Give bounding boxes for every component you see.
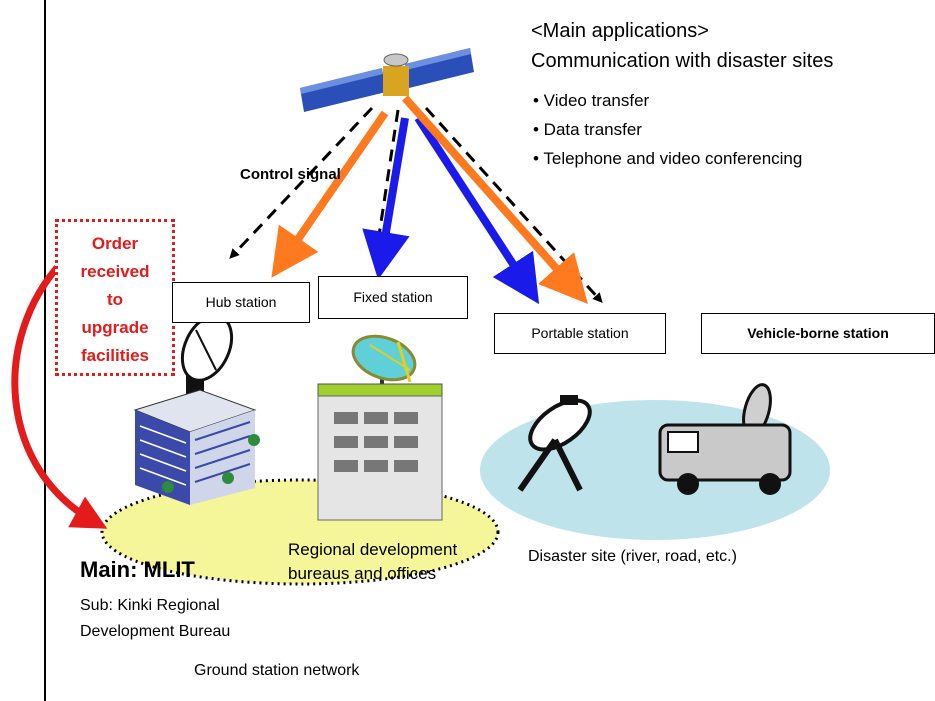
- order-line: facilities: [80, 346, 150, 365]
- satellite-icon: [300, 48, 474, 112]
- disaster-site-label: Disaster site (river, road, etc.): [528, 548, 737, 565]
- fixed-building-icon: [317, 334, 443, 521]
- regional-line: Regional development: [288, 540, 458, 559]
- blue-arrow-portable: [414, 115, 540, 305]
- vehicle-borne-station-label: Vehicle-borne station: [701, 313, 935, 354]
- orange-arrow-hub: [271, 110, 389, 278]
- order-line: upgrade: [81, 318, 149, 337]
- control-line-hub: [229, 106, 374, 259]
- applications-list: • Video transfer • Data transfer • Telep…: [533, 86, 802, 173]
- applications-subtitle: Communication with disaster sites: [531, 50, 834, 72]
- order-line: received: [80, 262, 150, 281]
- vehicle-icon: [658, 383, 792, 495]
- regional-line: bureaus and offices: [288, 564, 437, 583]
- orange-arrow-portable: [402, 95, 588, 304]
- main-organization: Main: MLIT: [80, 557, 195, 582]
- regional-bureaus-label: Regional development bureaus and offices: [288, 538, 457, 586]
- order-line: Order: [91, 234, 139, 253]
- application-item: • Video transfer: [533, 91, 650, 110]
- application-item: • Data transfer: [533, 120, 642, 139]
- control-line-portable: [424, 106, 603, 303]
- portable-dish-icon: [517, 395, 592, 492]
- left-border-line: [44, 0, 46, 701]
- blue-arrow-fixed: [362, 117, 410, 280]
- application-item: • Telephone and video conferencing: [533, 149, 803, 168]
- order-received-box: Order received to upgrade facilities: [55, 219, 175, 376]
- sub-organization: Sub: Kinki Regional Development Bureau: [80, 593, 230, 645]
- fixed-station-label: Fixed station: [318, 276, 468, 319]
- control-signal-label: Control signal: [240, 166, 341, 183]
- hub-building-icon: [133, 314, 260, 505]
- sub-org-line: Sub: Kinki Regional: [80, 597, 220, 614]
- ground-network-label: Ground station network: [194, 662, 360, 679]
- portable-station-label: Portable station: [494, 313, 666, 354]
- sub-org-line: Development Bureau: [80, 623, 231, 640]
- red-upgrade-arrow: [11, 259, 108, 529]
- applications-title: <Main applications>: [531, 20, 709, 42]
- hub-station-label: Hub station: [172, 282, 310, 323]
- order-line: to: [106, 290, 124, 309]
